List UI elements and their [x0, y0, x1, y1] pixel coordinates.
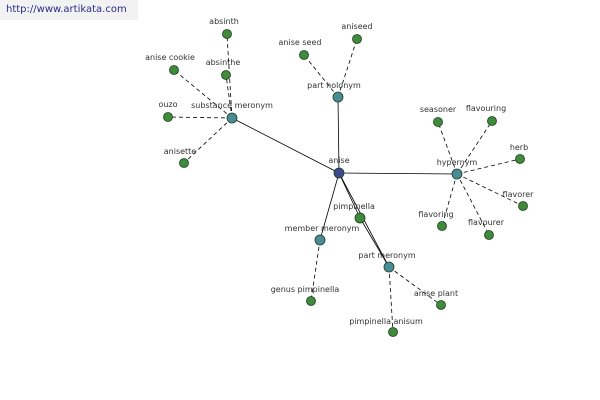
leaf-flavoring-node[interactable]	[437, 221, 447, 231]
edge-substance-meronym-anise-cookie	[173, 69, 233, 119]
leaf-aniseed-node[interactable]	[352, 34, 362, 44]
leaf-ouzo-label[interactable]: ouzo	[158, 100, 177, 109]
center-anise-node[interactable]	[333, 167, 345, 179]
leaf-genus-pimpinella-node[interactable]	[306, 296, 316, 306]
edge-hypernym-flavourer	[456, 173, 490, 236]
edge-anise-hypernym	[338, 172, 458, 175]
leaf-anise-cookie-label[interactable]: anise cookie	[145, 53, 195, 62]
graph-nodes	[163, 29, 528, 337]
leaf-anise-plant-label[interactable]: anise plant	[414, 289, 458, 298]
relation-member-meronym-label[interactable]: member meronym	[285, 224, 360, 233]
leaf-anisette-label[interactable]: anisette	[164, 147, 197, 156]
center-anise-label[interactable]: anise	[328, 156, 349, 165]
graph-labels: absinth anise cookie absinthe ouzo anisette a…	[145, 17, 534, 326]
leaf-anise-seed-label[interactable]: anise seed	[279, 38, 322, 47]
leaf-absinthe-node[interactable]	[221, 70, 231, 80]
edge-anise-part-holonym	[337, 96, 340, 174]
edge-part-holonym-aniseed	[337, 38, 358, 98]
leaf-absinth-node[interactable]	[222, 29, 232, 39]
leaf-ouzo-node[interactable]	[163, 112, 173, 122]
relation-part-holonym-label[interactable]: part holonym	[307, 81, 361, 90]
relation-hypernym-node[interactable]	[451, 168, 463, 180]
edge-hypernym-flavorer	[456, 173, 524, 207]
leaf-seasoner-node[interactable]	[433, 117, 443, 127]
edge-substance-meronym-absinthe	[225, 74, 233, 119]
leaf-absinthe-label[interactable]: absinthe	[206, 58, 241, 67]
leaf-anise-cookie-node[interactable]	[169, 65, 179, 75]
relation-hypernym-label[interactable]: hypernym	[437, 158, 478, 167]
leaf-pimpinella-anisum-node[interactable]	[388, 327, 398, 337]
leaf-seasoner-label[interactable]: seasoner	[420, 105, 457, 114]
edge-anise-pimpinella	[338, 172, 361, 219]
edge-part-meronym-anise-plant	[388, 266, 442, 306]
edge-hypernym-flavouring	[456, 120, 493, 175]
leaf-flavorer-label[interactable]: flavorer	[503, 190, 535, 199]
relation-part-holonym-node[interactable]	[332, 91, 344, 103]
leaf-pimpinella-anisum-label[interactable]: pimpinella anisum	[349, 317, 423, 326]
relation-pimpinella-node[interactable]	[354, 212, 366, 224]
edge-member-meronym-genus-pimpinella	[310, 239, 321, 302]
edge-pimpinella-part-meronym	[359, 217, 390, 268]
relation-member-meronym-node[interactable]	[314, 234, 326, 246]
leaf-anisette-node[interactable]	[179, 158, 189, 168]
edge-substance-meronym-ouzo	[167, 116, 233, 119]
leaf-herb-node[interactable]	[515, 154, 525, 164]
edge-hypernym-seasoner	[437, 121, 458, 175]
watermark-url[interactable]: http://www.artikata.com	[6, 4, 127, 15]
edge-anise-substance-meronym	[231, 117, 340, 174]
edge-hypernym-herb	[456, 158, 521, 175]
edge-substance-meronym-anisette	[183, 117, 233, 164]
leaf-anise-plant-node[interactable]	[436, 300, 446, 310]
leaf-herb-label[interactable]: herb	[510, 143, 528, 152]
leaf-flavorer-node[interactable]	[518, 201, 528, 211]
edge-part-meronym-pimpinella-anisum	[388, 266, 394, 333]
relation-part-meronym-label[interactable]: part meronym	[358, 251, 415, 260]
leaf-flavouring-label[interactable]: flavouring	[466, 104, 506, 113]
leaf-aniseed-label[interactable]: aniseed	[341, 22, 372, 31]
relation-part-meronym-node[interactable]	[383, 261, 395, 273]
edge-part-holonym-anise-seed	[303, 54, 339, 98]
watermark-bar: http://www.artikata.com	[0, 0, 138, 20]
leaf-flavouring-node[interactable]	[487, 116, 497, 126]
edge-hypernym-flavoring	[441, 173, 458, 227]
leaf-genus-pimpinella-label[interactable]: genus pimpinella	[271, 285, 340, 294]
leaf-flavourer-node[interactable]	[484, 230, 494, 240]
leaf-anise-seed-node[interactable]	[299, 50, 309, 60]
graph-edges	[167, 33, 524, 333]
leaf-flavoring-label[interactable]: flavoring	[418, 210, 453, 219]
leaf-flavourer-label[interactable]: flavourer	[468, 218, 505, 227]
relation-substance-meronym-node[interactable]	[226, 112, 238, 124]
relation-substance-meronym-label[interactable]: substance meronym	[191, 101, 273, 110]
leaf-absinth-label[interactable]: absinth	[209, 17, 239, 26]
relation-pimpinella-label[interactable]: pimpinella	[333, 202, 375, 211]
edge-anise-member-meronym	[319, 172, 340, 241]
